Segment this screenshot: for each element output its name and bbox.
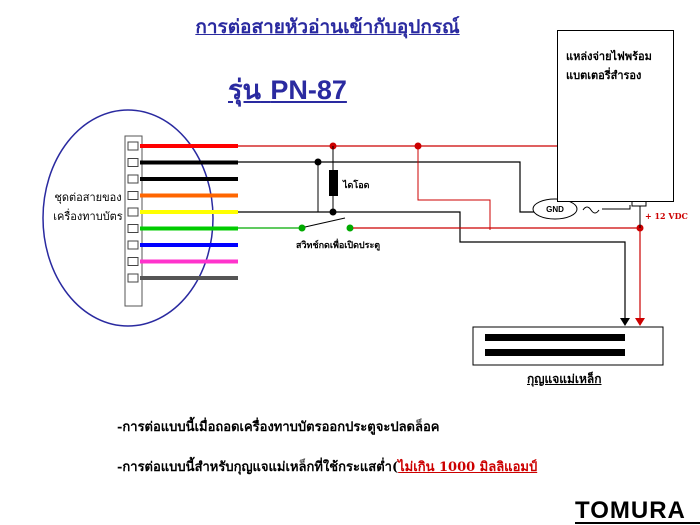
switch-label: สวิทช์กดเพื่อเปิดประตู [296, 241, 381, 251]
lock-black-lead [238, 211, 626, 320]
reader-label-line1: ชุดต่อสายของ [54, 191, 122, 204]
connector-pin [127, 273, 139, 283]
diode-label: ไดโอด [343, 181, 370, 191]
note-2-prefix: -การต่อแบบนี้สำหรับกุญแจแม่เหล็กที่ใช้กร… [117, 460, 399, 475]
power-supply-line1: แหล่งจ่ายไฟพร้อม [566, 50, 652, 63]
note-1: -การต่อแบบนี้เมื่อถอดเครื่องทาบบัตรออกปร… [117, 420, 440, 435]
lock-bar [485, 334, 625, 341]
power-supply-label: แหล่งจ่ายไฟพร้อม แบตเตอรี่สำรอง [566, 47, 652, 85]
psu-lead [602, 205, 631, 210]
brand-logo: TOMURA [575, 497, 686, 524]
note-2: -การต่อแบบนี้สำหรับกุญแจแม่เหล็กที่ใช้กร… [117, 456, 537, 477]
switch-lever [304, 217, 346, 228]
connector-pins [127, 141, 139, 283]
power-supply-line2: แบตเตอรี่สำรอง [566, 69, 642, 82]
red-branch [417, 146, 491, 230]
connector-pin [127, 240, 139, 250]
connector-pin [127, 207, 139, 217]
reader-label-line2: เครื่องทาบบัตร [53, 210, 123, 223]
gnd-terminal [532, 198, 578, 220]
vdc-label: + 12 VDC [645, 211, 688, 221]
connector-pin [127, 141, 139, 151]
arrow-head [635, 318, 645, 326]
connector-pin [127, 224, 139, 233]
note-2-highlight: ไม่เกิน 1000 มิลลิแอมป์ [398, 460, 538, 475]
diode [329, 170, 338, 196]
lock-bar [485, 349, 625, 356]
arrow-head [620, 318, 630, 326]
tilde-icon [582, 206, 600, 214]
reader-wires [140, 144, 238, 280]
reader-outline [42, 109, 214, 327]
page-title: การต่อสายหัวอ่านเข้ากับอุปกรณ์ [195, 16, 460, 38]
switch-terminal [298, 224, 306, 232]
reader-label: ชุดต่อสายของ เครื่องทาบบัตร [38, 188, 138, 226]
model-code: PN-87 [270, 75, 347, 105]
model-prefix: รุ่น [228, 75, 261, 106]
connector-pin [127, 257, 139, 266]
connector-pin [127, 158, 139, 167]
ground-line [238, 161, 545, 213]
model-heading: รุ่น PN-87 [228, 68, 347, 111]
gnd-label: GND [546, 205, 564, 214]
lock-label: กุญแจแม่เหล็ก [527, 372, 602, 386]
power-supply-box [557, 30, 674, 202]
connector-pin [127, 174, 139, 184]
switch-terminal [346, 224, 354, 232]
lock-gap [480, 343, 625, 347]
connector-pin [127, 191, 139, 200]
